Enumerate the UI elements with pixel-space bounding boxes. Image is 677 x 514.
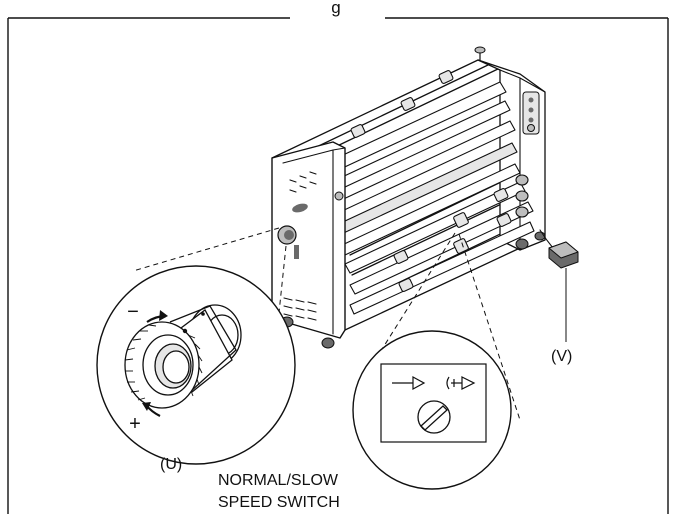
minus-sign: − (127, 301, 139, 323)
plus-sign: + (129, 413, 141, 435)
normal-speed-symbol (392, 375, 426, 391)
laminator-machine (271, 46, 579, 349)
zoom-callout-switch (352, 330, 512, 490)
labels: (U) (V) NORMAL/SLOW SPEED SWITCH (160, 348, 572, 511)
slow-speed-symbol (446, 376, 476, 390)
rotary-switch (417, 400, 451, 434)
callout-v-label: (V) (551, 348, 572, 365)
zoom-callout-knob: − + (96, 265, 296, 465)
header-fragment: g (331, 0, 340, 17)
foot-switch (539, 229, 579, 269)
switch-caption-line1: NORMAL/SLOW (218, 472, 339, 489)
rollers (299, 70, 535, 315)
figure-frame: g (7, 0, 669, 514)
callout-u-label: (U) (160, 456, 182, 473)
switch-caption-line2: SPEED SWITCH (218, 494, 340, 511)
